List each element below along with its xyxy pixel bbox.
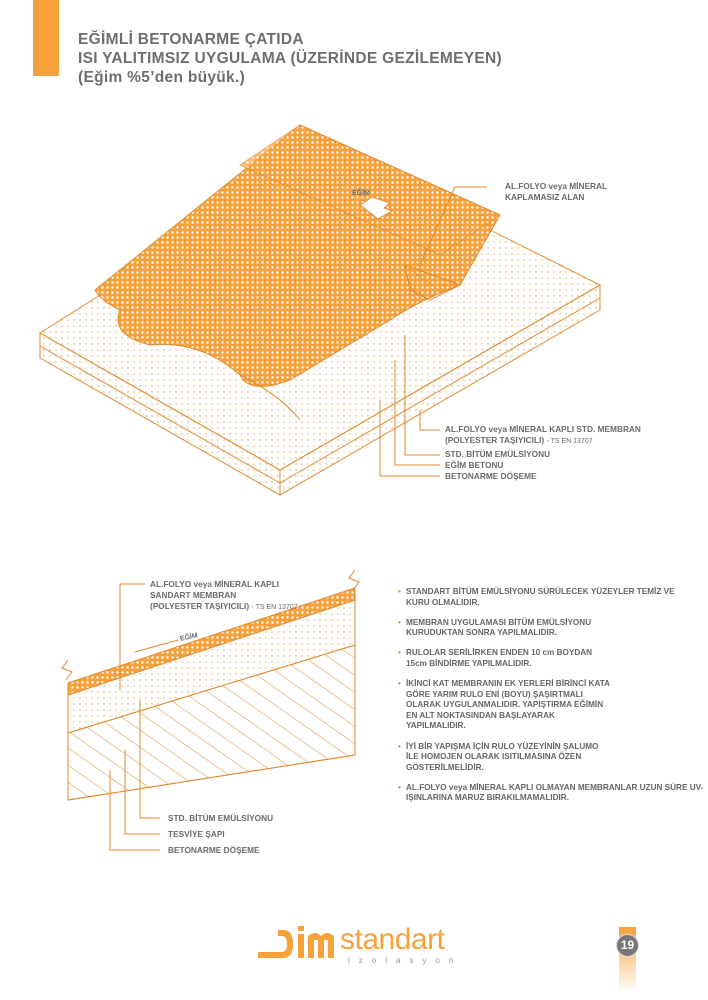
note-item: STANDART BİTÜM EMÜLSİYONU SÜRÜLECEK YÜZE… <box>398 587 676 608</box>
section-callout-screed: TESVİYE ŞAPI <box>168 829 225 839</box>
note-item: AL.FOLYO veya MİNERAL KAPLI OLMAYAN MEMB… <box>398 783 706 804</box>
callout-text: SANDART MEMBRAN <box>150 590 237 600</box>
slab-wave-edge <box>239 374 301 421</box>
standard-code: - TS EN 13707 <box>546 438 593 445</box>
section-diagram <box>61 569 360 851</box>
section-callout-emulsion: STD. BİTÜM EMÜLSİYONU <box>168 813 274 823</box>
callout-rc-slab: BETONARME DÖŞEME <box>445 471 537 481</box>
callout-membrane: AL.FOLYO veya MİNERAL KAPLI STD. MEMBRAN… <box>445 424 641 447</box>
callout-text: AL.FOLYO veya MİNERAL <box>505 181 608 191</box>
uncoated-area <box>238 124 502 256</box>
brand-name: standart <box>340 923 445 956</box>
note-item: İYİ BİR YAPIŞMA İÇİN RULO YÜZEYİNİN ŞALU… <box>398 742 606 774</box>
callout-uncoated-area: AL.FOLYO veya MİNERAL KAPLAMASIZ ALAN <box>505 181 607 203</box>
application-notes: STANDART BİTÜM EMÜLSİYONU SÜRÜLECEK YÜZE… <box>398 587 703 814</box>
callout-text: AL.FOLYO veya MİNERAL KAPLI STD. MEMBRAN <box>445 424 641 434</box>
isometric-roof-diagram <box>39 124 602 496</box>
title-line-2: ISI YALITIMSIZ UYGULAMA (ÜZERİNDE GEZİLE… <box>78 50 502 67</box>
brand-subtitle: izolasyon <box>348 956 463 965</box>
callout-text: AL.FOLYO veya MİNERAL KAPLI <box>150 579 280 589</box>
title-line-3: (Eğim %5’den büyük.) <box>78 69 246 86</box>
title-line-1: EĞİMLİ BETONARME ÇATIDA <box>78 31 304 48</box>
orange-tab-marker <box>33 0 59 76</box>
note-item: RULOLAR SERİLİRKEN ENDEN 10 cm BOYDAN 15… <box>398 648 606 669</box>
callout-text: (POLYESTER TAŞIYICILI) <box>445 435 545 445</box>
page-title: EĞİMLİ BETONARME ÇATIDA ISI YALITIMSIZ U… <box>78 30 502 87</box>
slope-arrow-icon <box>134 639 179 653</box>
note-item: İKİNCİ KAT MEMBRANIN EK YERLERİ BİRİNCİ … <box>398 679 611 732</box>
standard-code: - TS EN 13707 <box>251 604 298 611</box>
section-membrane-callout: AL.FOLYO veya MİNERAL KAPLI SANDART MEMB… <box>150 579 298 613</box>
hatched-overlap <box>404 264 462 301</box>
callout-text: KAPLAMASIZ ALAN <box>505 192 585 202</box>
brand-logo-icon <box>258 926 334 958</box>
callout-emulsion: STD. BİTÜM EMÜLSİYONU <box>445 449 551 459</box>
section-callout-rc-slab: BETONARME DÖŞEME <box>168 845 260 855</box>
slope-arrow-icon <box>359 196 394 220</box>
page-number: 19 <box>616 934 639 957</box>
slope-label: EĞİM <box>352 190 370 197</box>
callout-slope-concrete: EĞİM BETONU <box>445 460 504 470</box>
callout-text: (POLYESTER TAŞIYICILI) <box>150 601 250 611</box>
note-item: MEMBRAN UYGULAMASI BİTÜM EMÜLSİYONU KURU… <box>398 618 636 639</box>
membrane-layer <box>67 587 356 696</box>
